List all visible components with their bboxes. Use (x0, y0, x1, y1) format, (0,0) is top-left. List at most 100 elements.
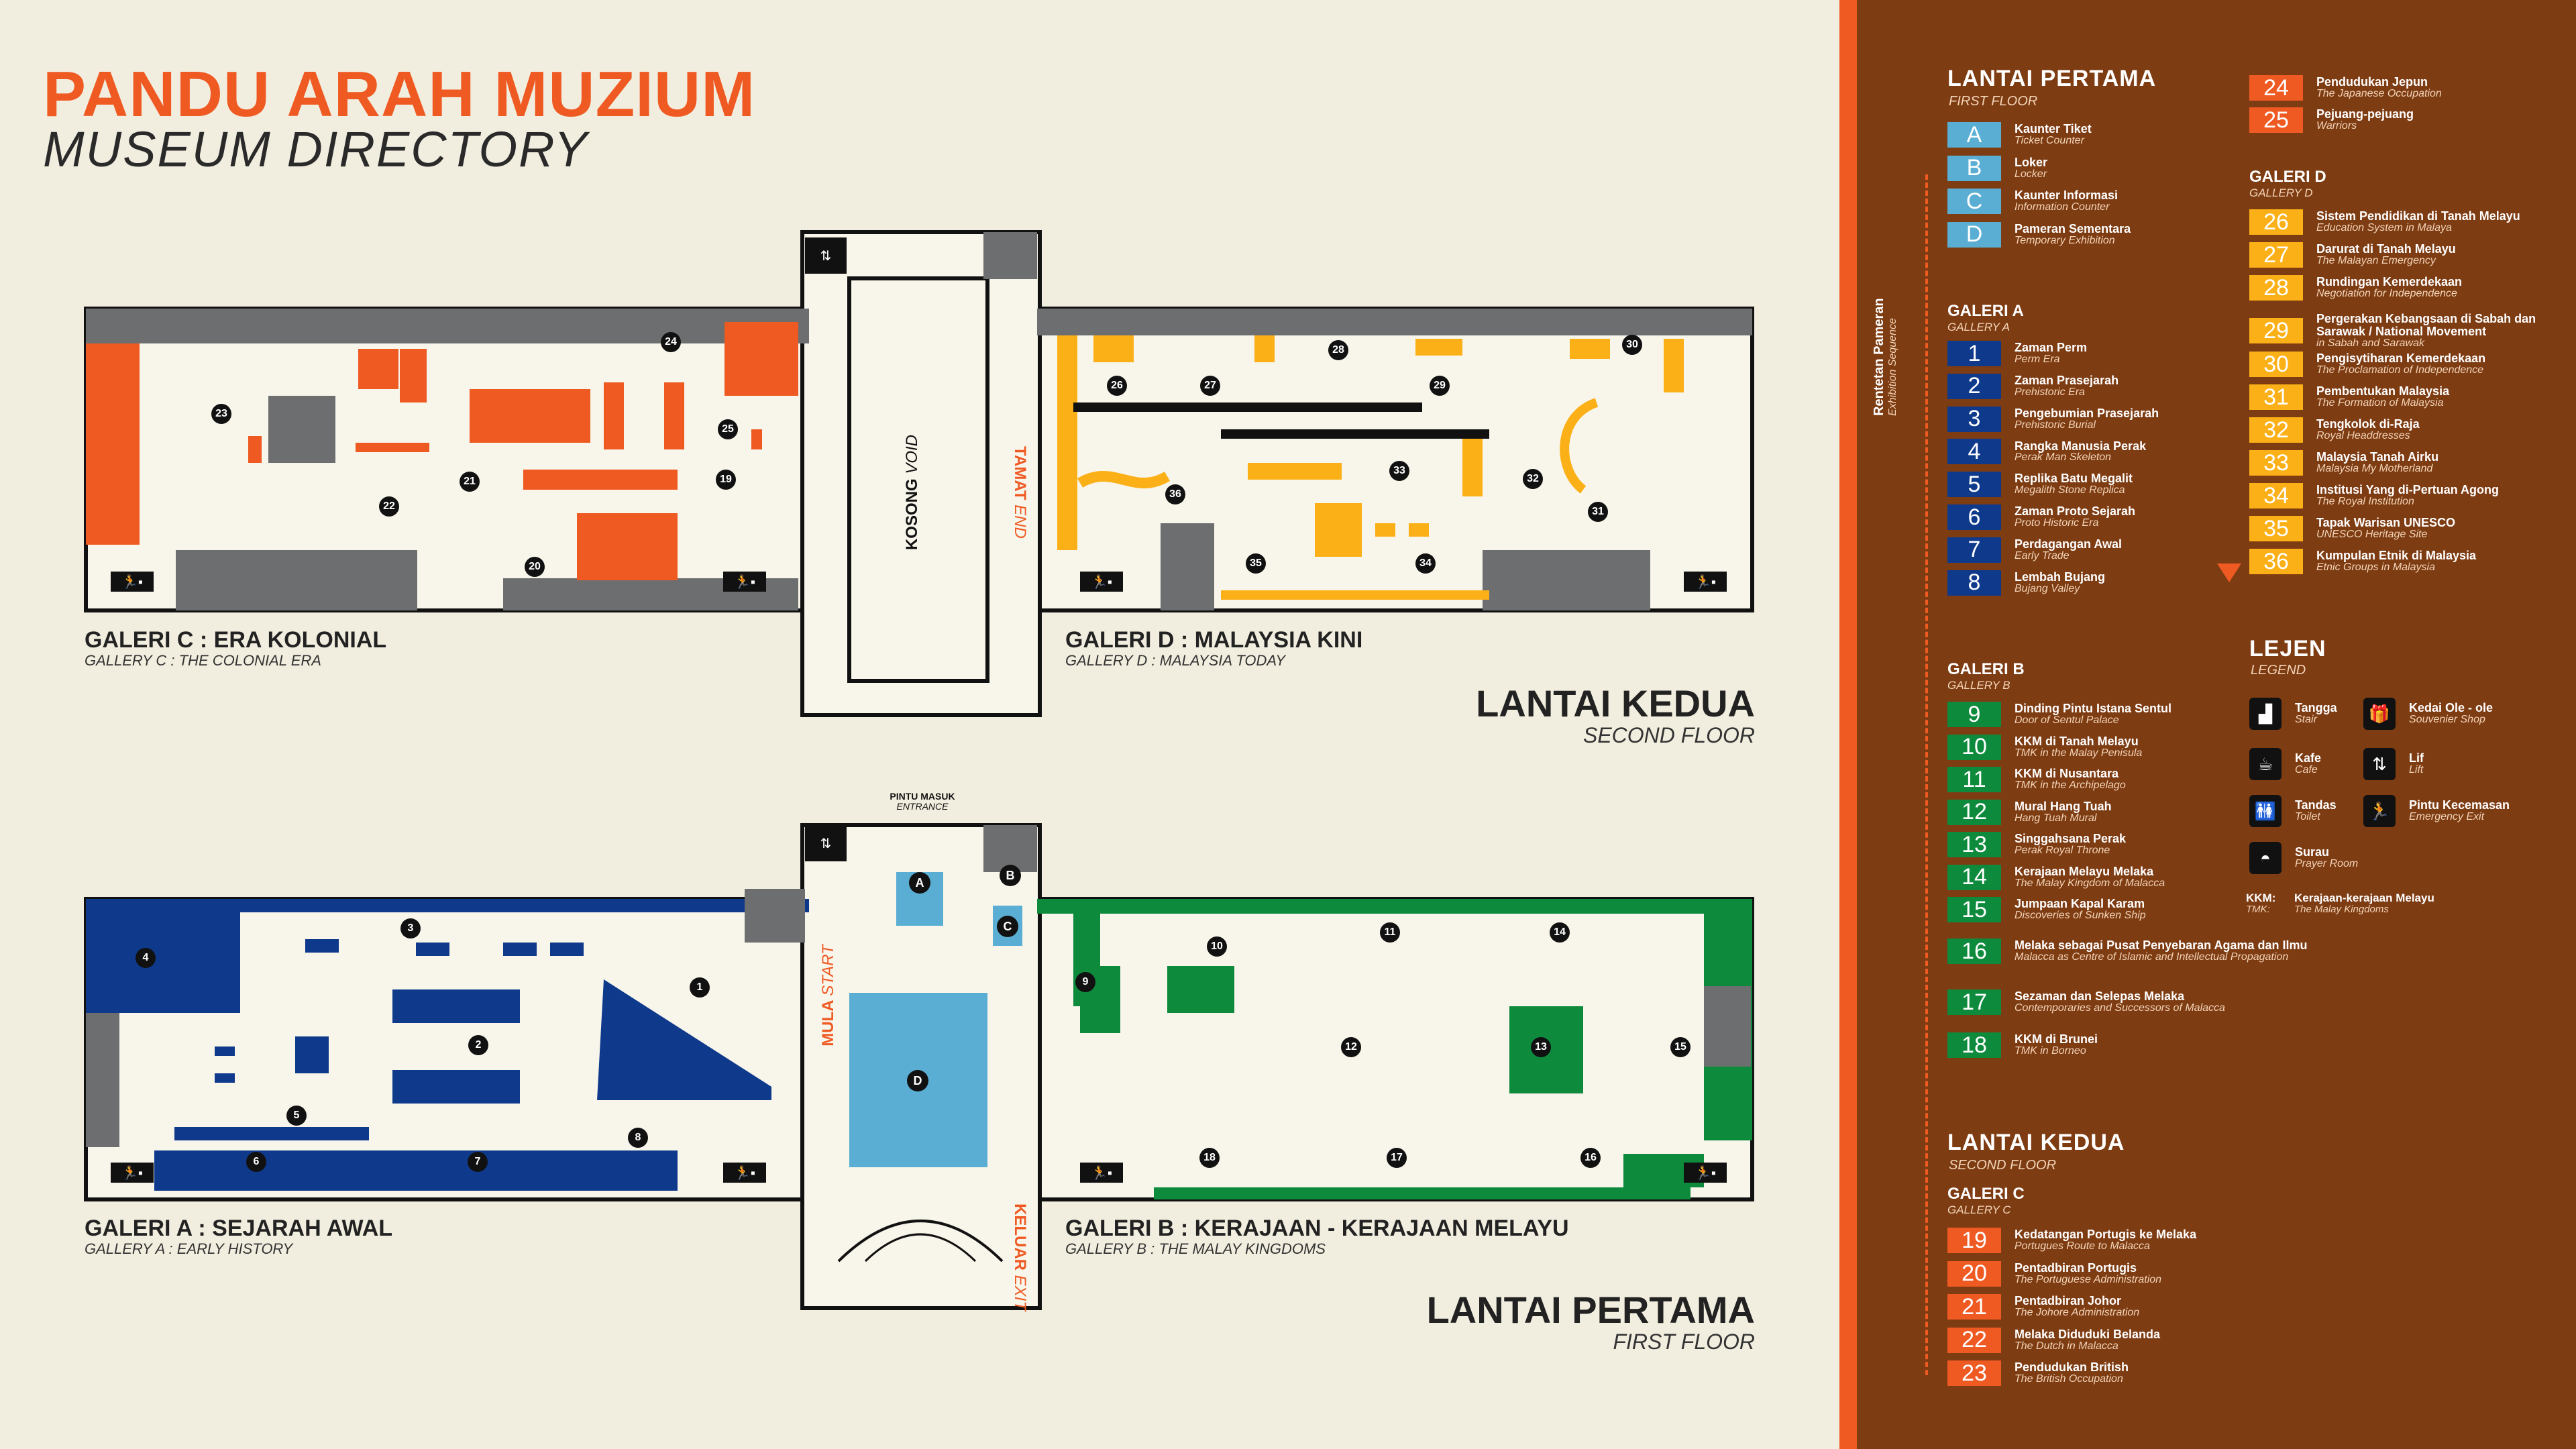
legend-item-sub: TMK in the Malay Penisula (2015, 747, 2143, 759)
legend-badge: 29 (2249, 318, 2303, 344)
marker-26[interactable]: 26 (1107, 376, 1127, 396)
legend-item-name: Perdagangan Awal (2015, 537, 2123, 551)
legend-symbol-sub: Emergency Exit (2409, 811, 2485, 823)
marker-31[interactable]: 31 (1588, 502, 1608, 522)
marker-d[interactable]: D (907, 1070, 928, 1091)
marker-35[interactable]: 35 (1246, 553, 1266, 574)
legend-panel-stripe (1839, 0, 1857, 1449)
legend-item-name: Melaka Diduduki Belanda (2015, 1327, 2161, 1341)
legend-item-name: Zaman Prasejarah (2015, 373, 2119, 387)
marker-24[interactable]: 24 (661, 332, 681, 352)
marker-c[interactable]: C (997, 916, 1018, 937)
marker-4[interactable]: 4 (136, 948, 156, 968)
legend-item-sub: The Royal Institution (2316, 496, 2414, 508)
marker-36[interactable]: 36 (1165, 484, 1185, 504)
legend-badge: 1 (1947, 341, 2001, 366)
second-floor-plan (84, 230, 1754, 717)
marker-34[interactable]: 34 (1415, 553, 1436, 574)
legend-item-sub: The Malay Kingdom of Malacca (2015, 877, 2165, 889)
legend-item-sub: Proto Historic Era (2015, 517, 2099, 529)
legend-item-sub: Door of Sentul Palace (2015, 714, 2119, 727)
marker-2[interactable]: 2 (468, 1035, 488, 1055)
marker-10[interactable]: 10 (1207, 936, 1227, 957)
exhibition-sequence-line (1925, 174, 1928, 1375)
marker-33[interactable]: 33 (1389, 461, 1409, 481)
legend-second-floor-title: LANTAI KEDUA (1947, 1130, 2125, 1155)
legend-item-sub: Temporary Exhibition (2015, 234, 2115, 246)
marker-8[interactable]: 8 (628, 1128, 648, 1148)
marker-b[interactable]: B (1000, 865, 1021, 886)
marker-6[interactable]: 6 (246, 1152, 266, 1172)
legend-item-sub: TMK in Borneo (2015, 1045, 2086, 1057)
legend-item-name: Rundingan Kemerdekaan (2316, 275, 2463, 289)
legend-item-name: Rangka Manusia Perak (2015, 439, 2147, 453)
marker-18[interactable]: 18 (1199, 1148, 1220, 1168)
marker-32[interactable]: 32 (1523, 469, 1543, 489)
void-area (847, 276, 989, 683)
legend-badge: 28 (2249, 275, 2303, 301)
marker-3[interactable]: 3 (400, 918, 421, 938)
marker-30[interactable]: 30 (1622, 335, 1642, 355)
marker-14[interactable]: 14 (1550, 922, 1570, 943)
cafe-icon: ☕ (2249, 748, 2282, 780)
legend-item-sub: Megalith Stone Replica (2015, 484, 2125, 496)
marker-12[interactable]: 12 (1341, 1037, 1361, 1057)
marker-19[interactable]: 19 (716, 470, 736, 490)
legend-item-name: KKM di Tanah Melayu (2015, 734, 2139, 748)
marker-15[interactable]: 15 (1670, 1037, 1690, 1057)
marker-1[interactable]: 1 (690, 977, 710, 998)
marker-9[interactable]: 9 (1075, 972, 1095, 992)
legend-badge: 32 (2249, 417, 2303, 443)
marker-21[interactable]: 21 (460, 472, 480, 492)
marker-28[interactable]: 28 (1328, 340, 1348, 360)
legend-badge: 9 (1947, 702, 2001, 727)
emergency-exit-icon: 🏃 (2363, 795, 2396, 827)
legend-item-name: Jumpaan Kapal Karam (2015, 897, 2145, 911)
marker-23[interactable]: 23 (211, 404, 231, 424)
legend-symbol-sub: Cafe (2295, 764, 2318, 776)
marker-25[interactable]: 25 (718, 419, 738, 439)
legend-item-sub: TMK in the Archipelago (2015, 780, 2126, 792)
legend-item-sub: Contemporaries and Successors of Malacca (2015, 1002, 2225, 1014)
legend-gallery-c-sub: GALLERY C (1947, 1203, 2011, 1216)
marker-5[interactable]: 5 (286, 1106, 307, 1126)
legend-badge: 7 (1947, 537, 2001, 563)
marker-17[interactable]: 17 (1387, 1148, 1407, 1168)
marker-11[interactable]: 11 (1380, 922, 1400, 943)
legend-badge: 10 (1947, 734, 2001, 760)
legend-item-name: Pergerakan Kebangsaan di Sabah dan Saraw… (2316, 312, 2536, 338)
legend-item-name: Kumpulan Etnik di Malaysia (2316, 549, 2477, 563)
lift-icon: ⇅ (805, 237, 847, 274)
legend-badge: 17 (1947, 989, 2001, 1015)
legend-item-sub: Locker (2015, 168, 2047, 180)
legend-badge: 5 (1947, 472, 2001, 498)
marker-29[interactable]: 29 (1430, 376, 1450, 396)
marker-20[interactable]: 20 (525, 557, 545, 577)
legend-symbol-name: Tangga (2295, 701, 2337, 715)
legend-item-sub: Early Trade (2015, 549, 2070, 561)
marker-13[interactable]: 13 (1531, 1037, 1551, 1057)
marker-7[interactable]: 7 (468, 1152, 488, 1172)
legend-item-sub: Discoveries of Sunken Ship (2015, 910, 2146, 922)
legend-badge: 18 (1947, 1032, 2001, 1058)
marker-27[interactable]: 27 (1200, 376, 1220, 396)
legend-item-sub: Perm Era (2015, 354, 2060, 366)
marker-16[interactable]: 16 (1580, 1148, 1601, 1168)
lift-icon: ⇅ (2363, 748, 2396, 780)
legend-gallery-c-title: GALERI C (1947, 1185, 2025, 1203)
marker-a[interactable]: A (909, 872, 930, 894)
marker-22[interactable]: 22 (379, 496, 399, 517)
